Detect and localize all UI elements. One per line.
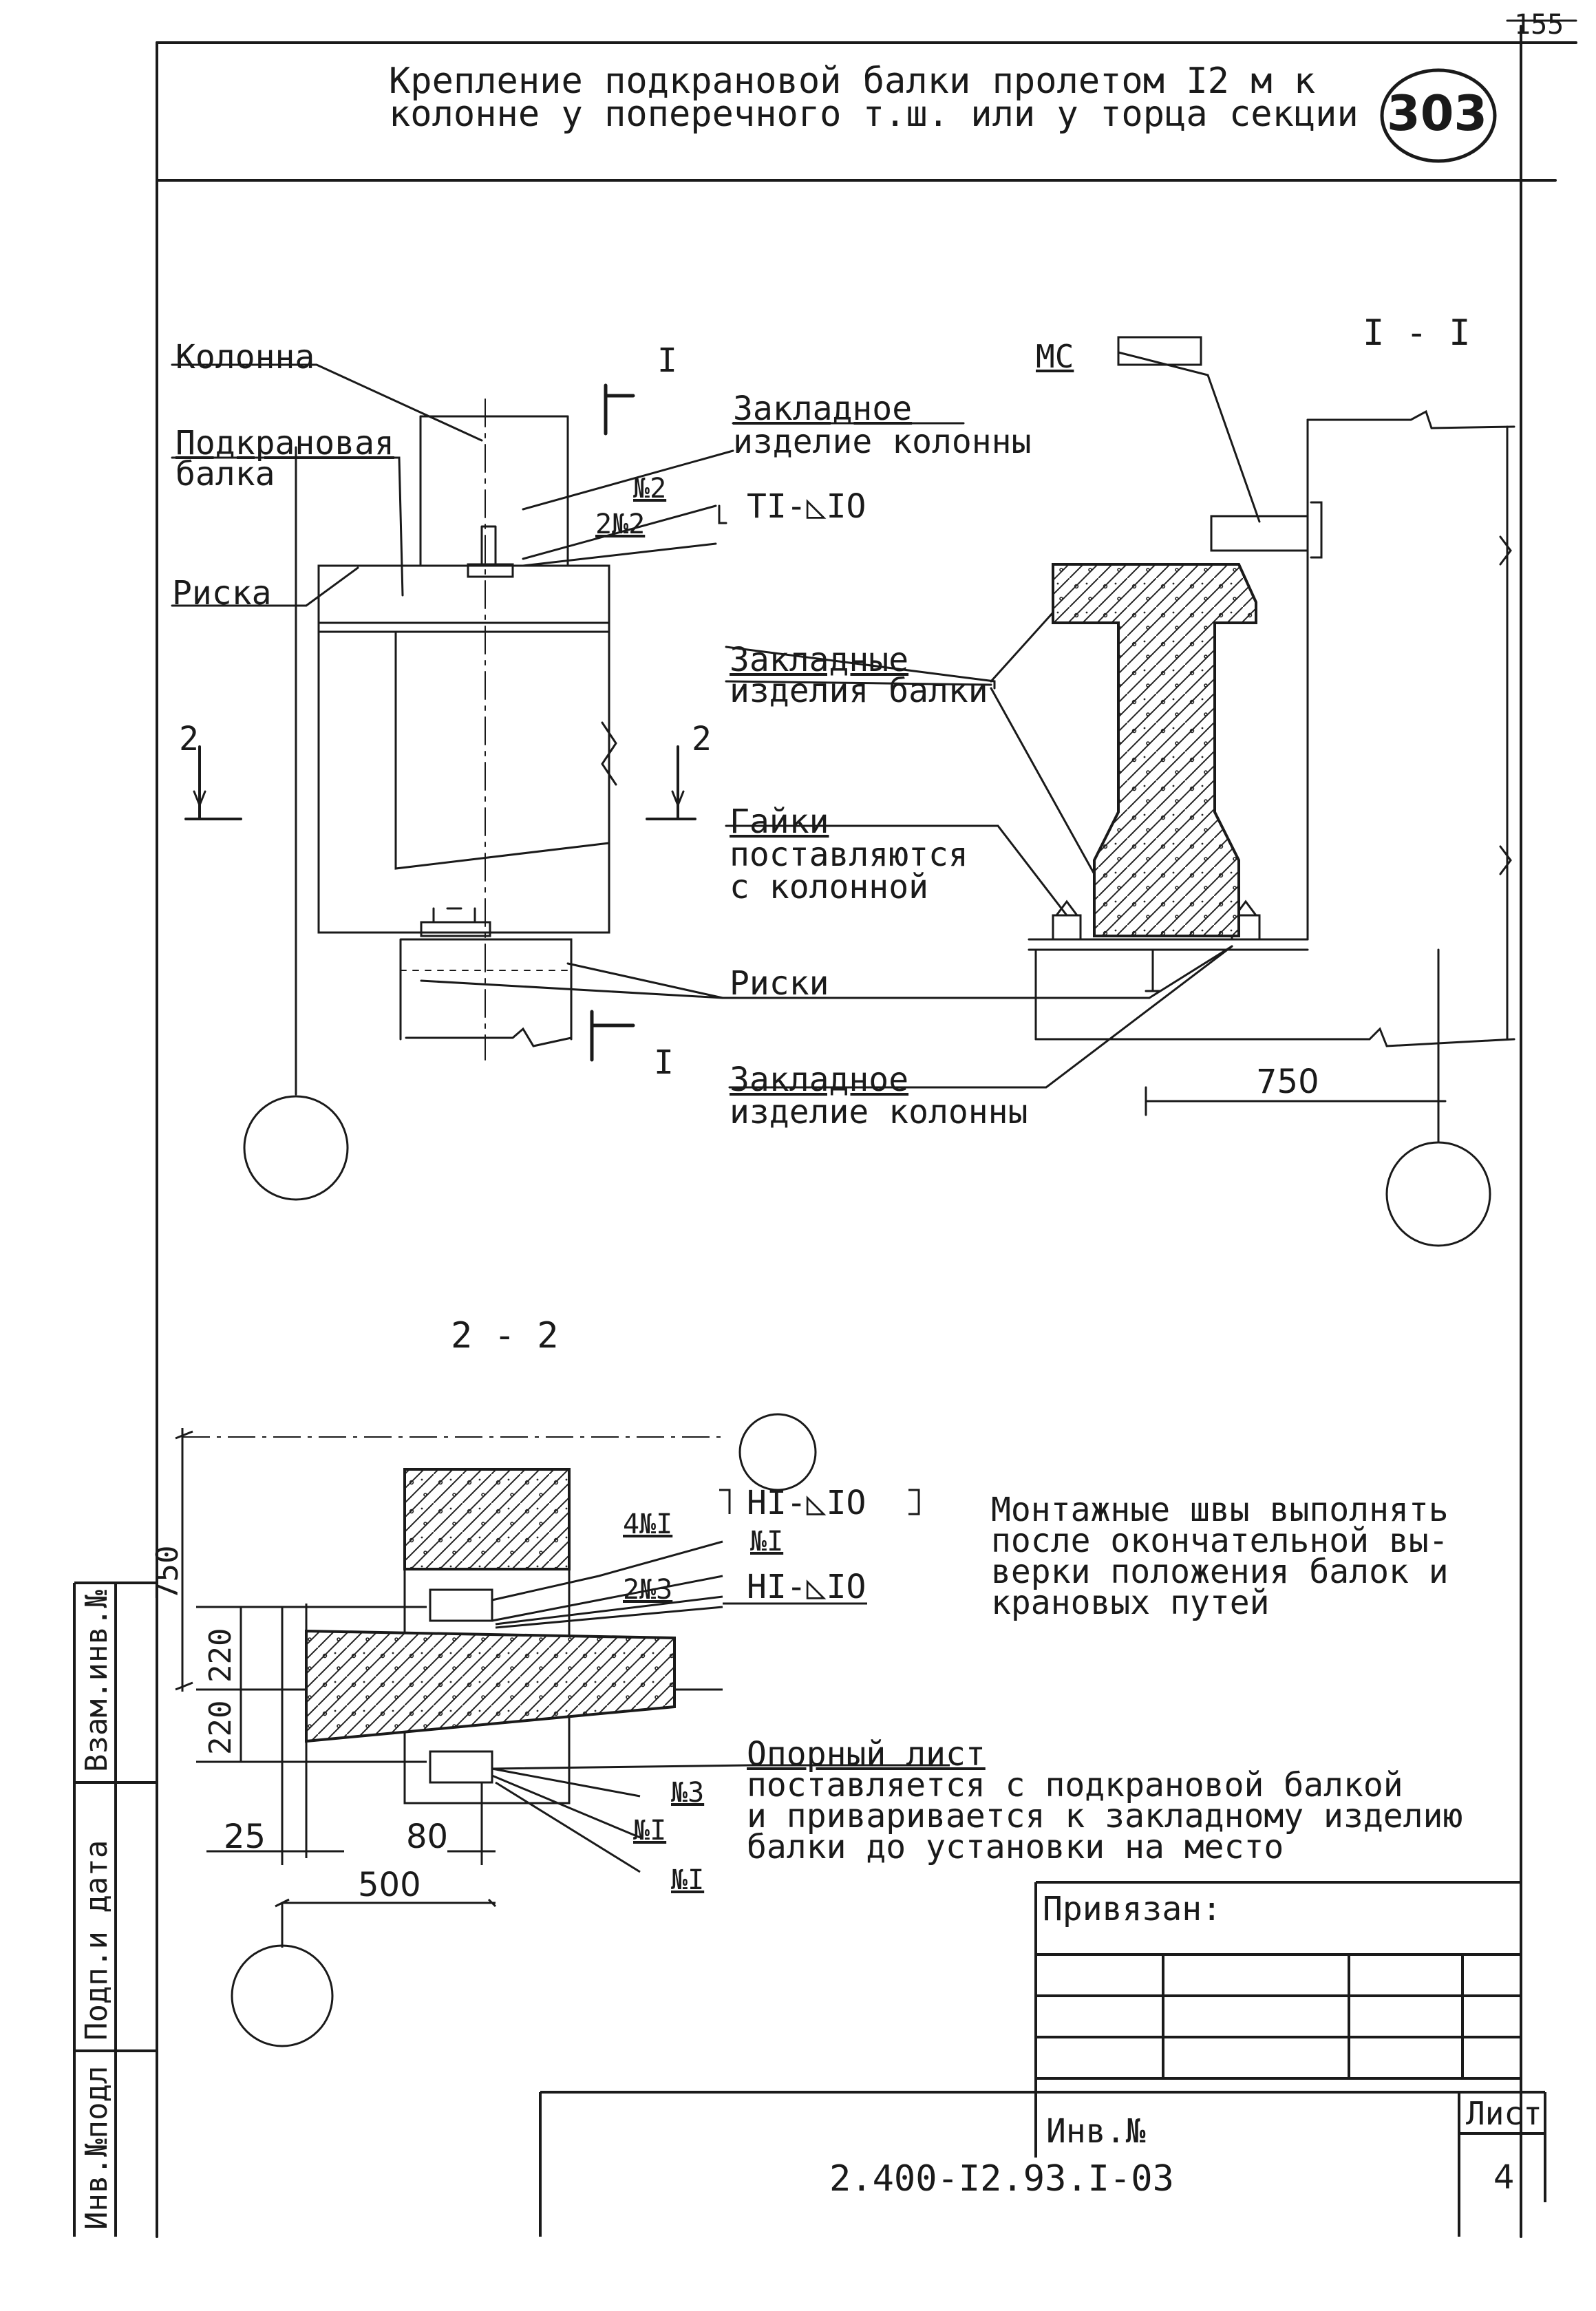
label-embed-col-b2: изделие колонны [730,1093,1028,1131]
title-line-1: Крепление подкрановой балки пролетом I2 … [389,61,1316,102]
page-number: 155 [1514,9,1564,41]
note-line-1: Монтажные швы выполнять [991,1491,1449,1529]
label-nuts-3: с колонной [730,868,928,906]
side-stamp-3: Инв.№подл [79,2065,114,2230]
label-column: Колонна [175,338,315,376]
section-mark-i-bottom: I [654,1043,674,1082]
sheet-badge: 303 [1387,85,1488,142]
sheet-number: 4 [1493,2158,1515,2197]
inv-label: Инв.№ [1046,2112,1146,2151]
section2-left: 2 [179,720,199,758]
section-mark-i-top: I [657,341,677,380]
dim-80: 80 [406,1818,449,1856]
beam-flange-section [305,1629,676,1743]
dim-220-a: 220 [203,1628,238,1683]
note-line-3: верки положения балок и [991,1553,1449,1591]
sheet-label: Лист [1466,2095,1542,2132]
part-2no3: 2№3 [623,1574,673,1606]
dim-750-section1: 750 [1256,1063,1319,1101]
note-line-4: крановых путей [991,1584,1270,1622]
ms-label: МС [1036,338,1074,375]
label-crane-beam-2: балка [175,455,275,493]
weld-t1: TI-◺IO [747,487,866,526]
section2-right: 2 [692,720,712,758]
dim-25: 25 [224,1818,266,1856]
section1-title: I - I [1363,312,1471,354]
weld-h1-b: HI-◺IO [747,1568,866,1606]
part-no1-b: №I [633,1815,667,1846]
side-stamp-2: Подп.и дата [79,1840,114,2041]
label-embed-col-1: Закладное [733,390,913,428]
bound-label: Привязан: [1043,1890,1222,1928]
plate-line-2: поставляется с подкрановой балкой [747,1766,1403,1804]
label-embed-col-b1: Закладное [730,1061,909,1099]
part-no1-top: №I [750,1526,784,1557]
plate-line-3: и приваривается к закладному изделию [747,1797,1463,1835]
plate-line-4: балки до установки на место [747,1828,1284,1866]
section2-title: 2 - 2 [451,1315,559,1356]
part-4no1: 4№I [623,1509,673,1540]
column-section-2-2 [403,1468,571,1570]
side-stamp-1: Взам.инв.№ [79,1590,114,1772]
label-beam-embeds-2: изделия балки [730,672,988,710]
part-2no2: 2№2 [595,509,646,540]
dim-220-b: 220 [203,1700,238,1755]
crane-beam-section [1052,563,1257,937]
dim-750-vertical: 750 [150,1545,185,1600]
label-scribes: Риски [730,964,829,1003]
weld-h1-a: HI-◺IO [747,1484,866,1522]
part-no3: №3 [671,1777,705,1809]
label-crane-beam-1: Подкрановая [175,424,394,462]
label-embed-col-2: изделие колонны [733,423,1032,461]
part-no1-c: №I [671,1864,705,1896]
note-line-2: после окончательной вы- [991,1522,1449,1560]
title-line-2: колонне у поперечного т.ш. или у торца с… [389,94,1359,135]
dim-500: 500 [358,1866,421,1904]
part-no2: №2 [633,473,667,504]
label-beam-embeds-1: Закладные [730,641,909,679]
plate-line-1: Опорный лист [747,1735,986,1774]
label-scribe: Риска [172,574,272,613]
doc-code: 2.400-I2.93.I-03 [829,2158,1174,2200]
label-nuts-2: поставляются [730,835,968,874]
label-nuts-1: Гайки [730,802,829,841]
